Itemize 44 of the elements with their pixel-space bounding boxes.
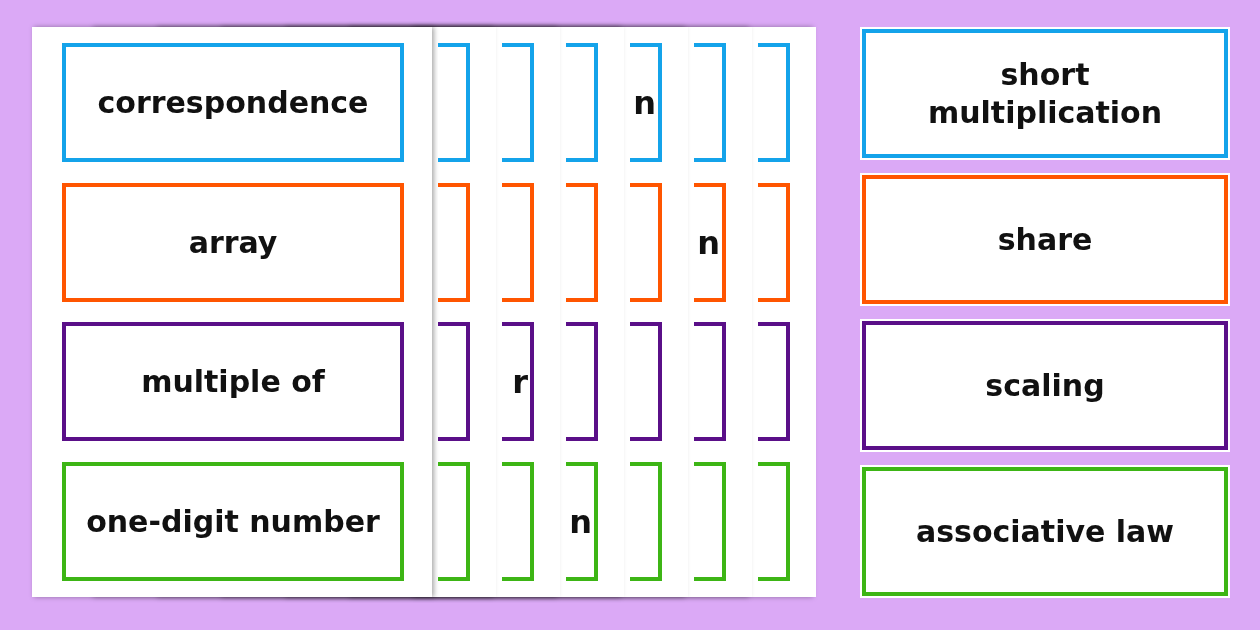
word-fragment: n: [697, 223, 720, 262]
word-fragment: n: [633, 83, 656, 122]
card-word: correspondence: [97, 83, 369, 122]
card-word: scaling: [985, 366, 1105, 405]
word-card: [862, 467, 1228, 596]
card-edge: [566, 183, 598, 302]
card-edge: [502, 43, 534, 162]
card-word: multiple of: [141, 362, 325, 401]
word-card: [62, 462, 404, 581]
card-word: array: [188, 223, 278, 262]
card-edge: [438, 322, 470, 441]
card-edge: [566, 43, 598, 162]
card-edge: [566, 322, 598, 441]
card-edge: [758, 183, 790, 302]
word-card: [862, 175, 1228, 304]
word-fragment: r: [512, 362, 528, 401]
word-card: [862, 29, 1228, 158]
card-word: associative law: [915, 512, 1175, 551]
card-edge: [694, 322, 726, 441]
card-edge: [758, 462, 790, 581]
card-edge: [438, 43, 470, 162]
card-word: short multiplication: [926, 56, 1164, 131]
card-edge: [694, 183, 726, 302]
card-edge: [630, 183, 662, 302]
card-edge: [502, 322, 534, 441]
card-edge: [502, 462, 534, 581]
card-edge: [566, 462, 598, 581]
word-card: [62, 43, 404, 162]
card-edge: [438, 183, 470, 302]
card-edge: [630, 43, 662, 162]
word-card: [862, 321, 1228, 450]
word-card: [62, 183, 404, 302]
card-word: one-digit number: [86, 502, 380, 541]
card-edge: [630, 322, 662, 441]
card-edge: [694, 462, 726, 581]
card-edge: [758, 43, 790, 162]
word-card: [62, 322, 404, 441]
card-edge: [630, 462, 662, 581]
card-edge: [438, 462, 470, 581]
card-edge: [694, 43, 726, 162]
card-edge: [502, 183, 534, 302]
word-fragment: n: [569, 502, 592, 541]
card-word: share: [997, 220, 1093, 259]
card-edge: [758, 322, 790, 441]
